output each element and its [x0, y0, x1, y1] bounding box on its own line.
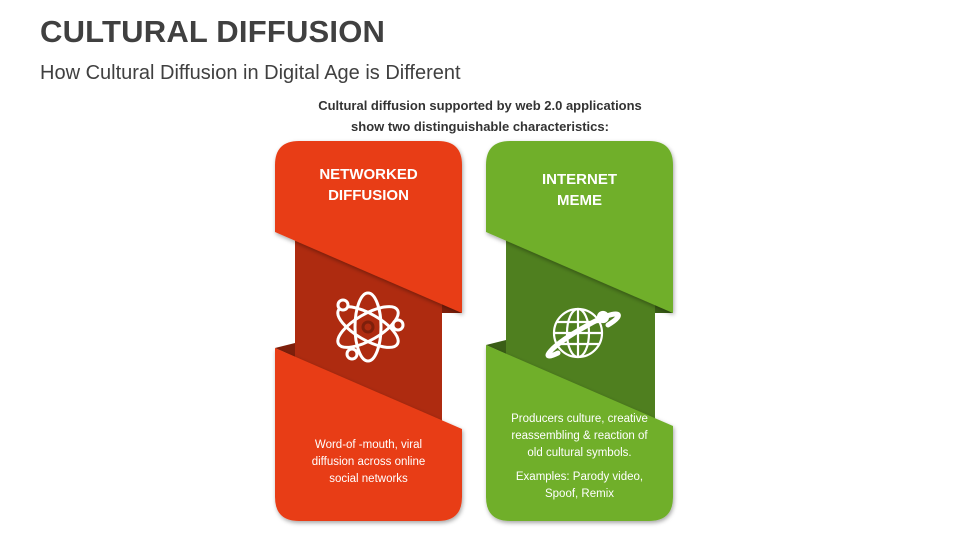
red-top-panel	[275, 141, 462, 313]
desc-line: reassembling & reaction of	[511, 430, 648, 442]
green-bottom-panel	[486, 345, 673, 521]
page-title: CULTURAL DIFFUSION	[40, 14, 386, 49]
desc-line: Word-of -mouth, viral	[314, 439, 423, 451]
desc-line: social networks	[329, 473, 408, 485]
green-top-panel	[486, 141, 673, 313]
atom-icon	[336, 291, 405, 363]
title-line: INTERNET	[542, 171, 617, 188]
examples-line: Spoof, Remix	[544, 488, 615, 500]
intro-line-1: Cultural diffusion supported by web 2.0 …	[318, 98, 642, 113]
internet-meme-title: INTERNET MEME	[486, 169, 673, 211]
red-bottom-panel	[275, 348, 462, 521]
title-line: NETWORKED	[319, 166, 418, 183]
intro-text: Cultural diffusion supported by web 2.0 …	[250, 95, 710, 137]
networked-diffusion-description: Word-of -mouth, viral diffusion across o…	[275, 437, 462, 488]
intro-line-2: show two distinguishable characteristics…	[351, 119, 609, 134]
card-networked-diffusion-shape	[275, 141, 462, 521]
title-line: MEME	[557, 192, 602, 209]
page-subtitle: How Cultural Diffusion in Digital Age is…	[40, 62, 461, 84]
examples-line: Examples: Parody video,	[515, 471, 644, 483]
title-line: DIFFUSION	[328, 187, 409, 204]
desc-line: old cultural symbols.	[527, 447, 632, 459]
desc-line: diffusion across online	[311, 456, 426, 468]
desc-line: Producers culture, creative	[511, 413, 648, 425]
globe-orbit-icon	[545, 307, 621, 359]
internet-meme-description: Producers culture, creative reassembling…	[486, 411, 673, 503]
green-fold-left	[486, 340, 506, 354]
networked-diffusion-title: NETWORKED DIFFUSION	[275, 164, 462, 206]
red-fold-left	[275, 343, 295, 357]
